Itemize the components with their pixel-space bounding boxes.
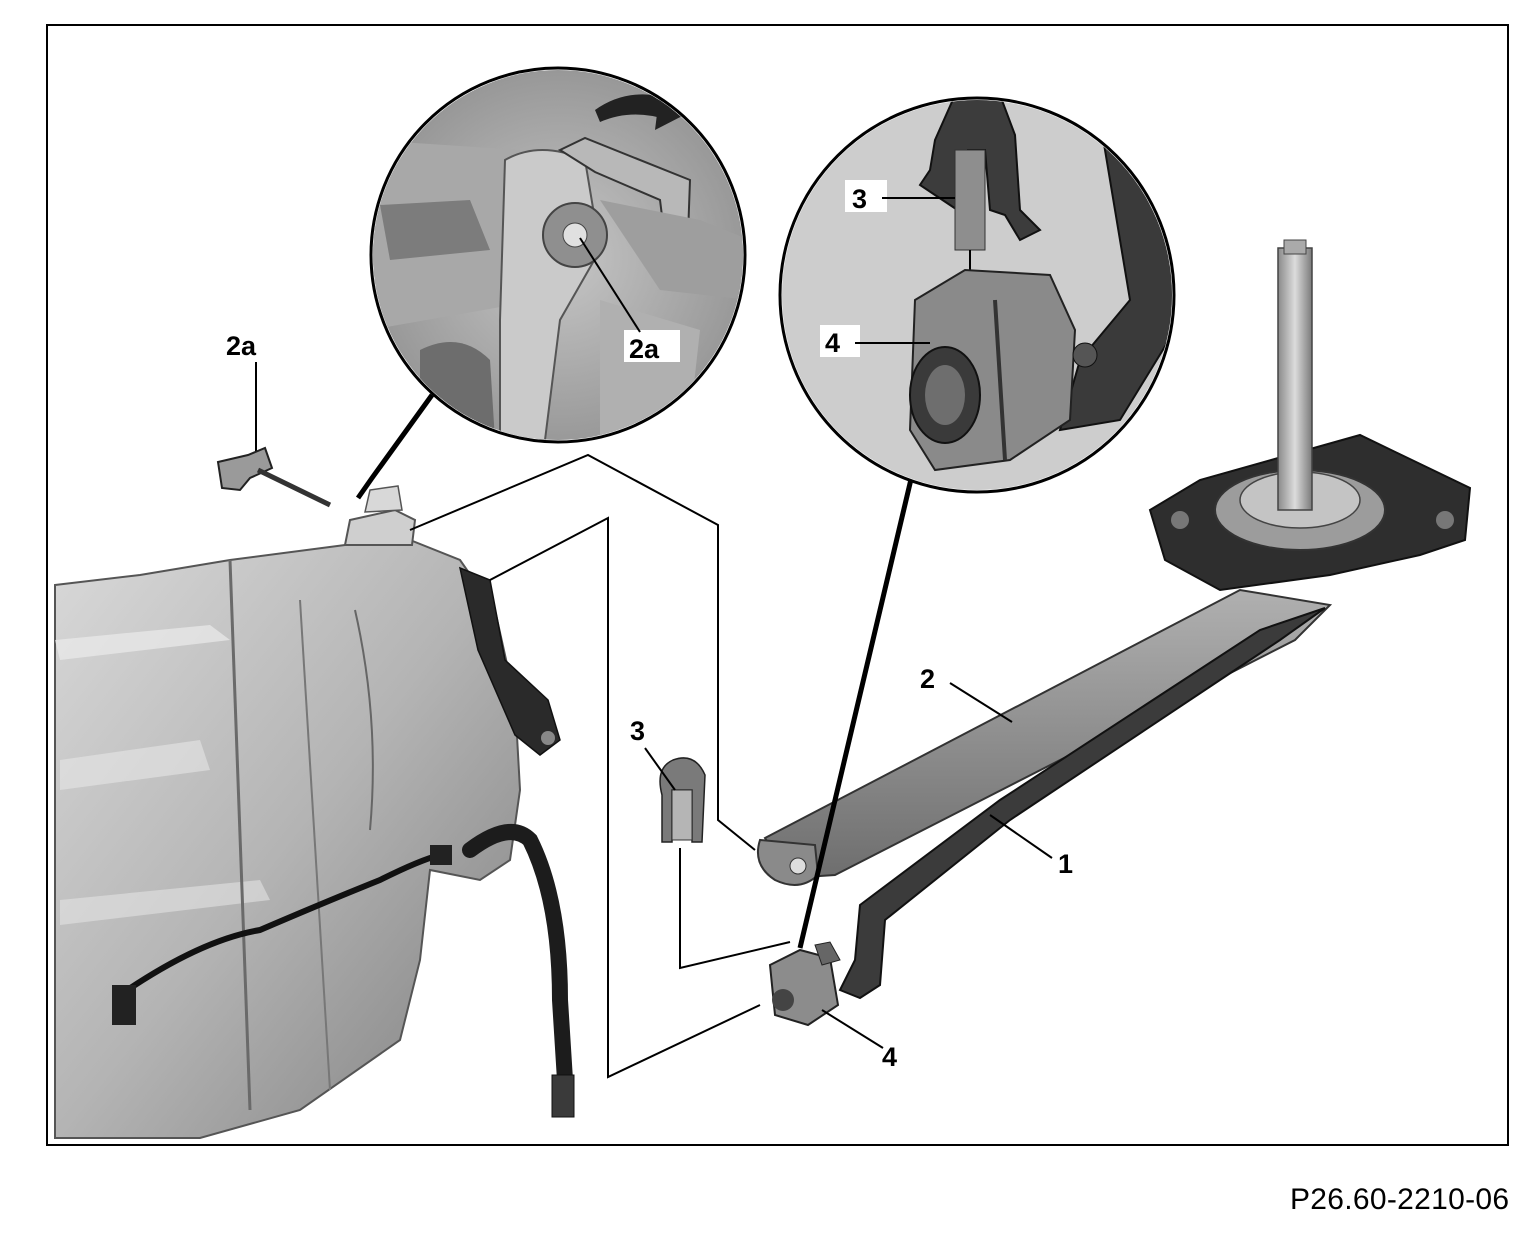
transmission-housing (54, 485, 575, 1139)
detail-view-clip-3-bushing-4 (778, 96, 1176, 494)
callout-4: 4 (882, 1042, 897, 1072)
bushing-small (768, 941, 841, 1027)
selector-rod (838, 607, 1326, 1000)
callout-1: 1 (1058, 849, 1073, 879)
leader-lines (255, 197, 1053, 1049)
retaining-clip-2a (216, 446, 332, 508)
connector-lines (355, 393, 915, 1079)
callout-4-detail: 4 (825, 328, 840, 358)
callout-3-detail: 3 (852, 184, 867, 214)
detail-view-clip-2a (369, 66, 747, 444)
figure-id: P26.60-2210-06 (1290, 1183, 1510, 1216)
callout-3: 3 (630, 716, 645, 746)
retaining-clip-small (659, 757, 706, 843)
shift-shaft (1277, 247, 1313, 511)
callout-2a: 2a (226, 331, 257, 361)
callout-2: 2 (920, 664, 935, 694)
shift-shaft-assembly (659, 239, 1472, 1027)
callout-2a-detail: 2a (629, 334, 660, 364)
